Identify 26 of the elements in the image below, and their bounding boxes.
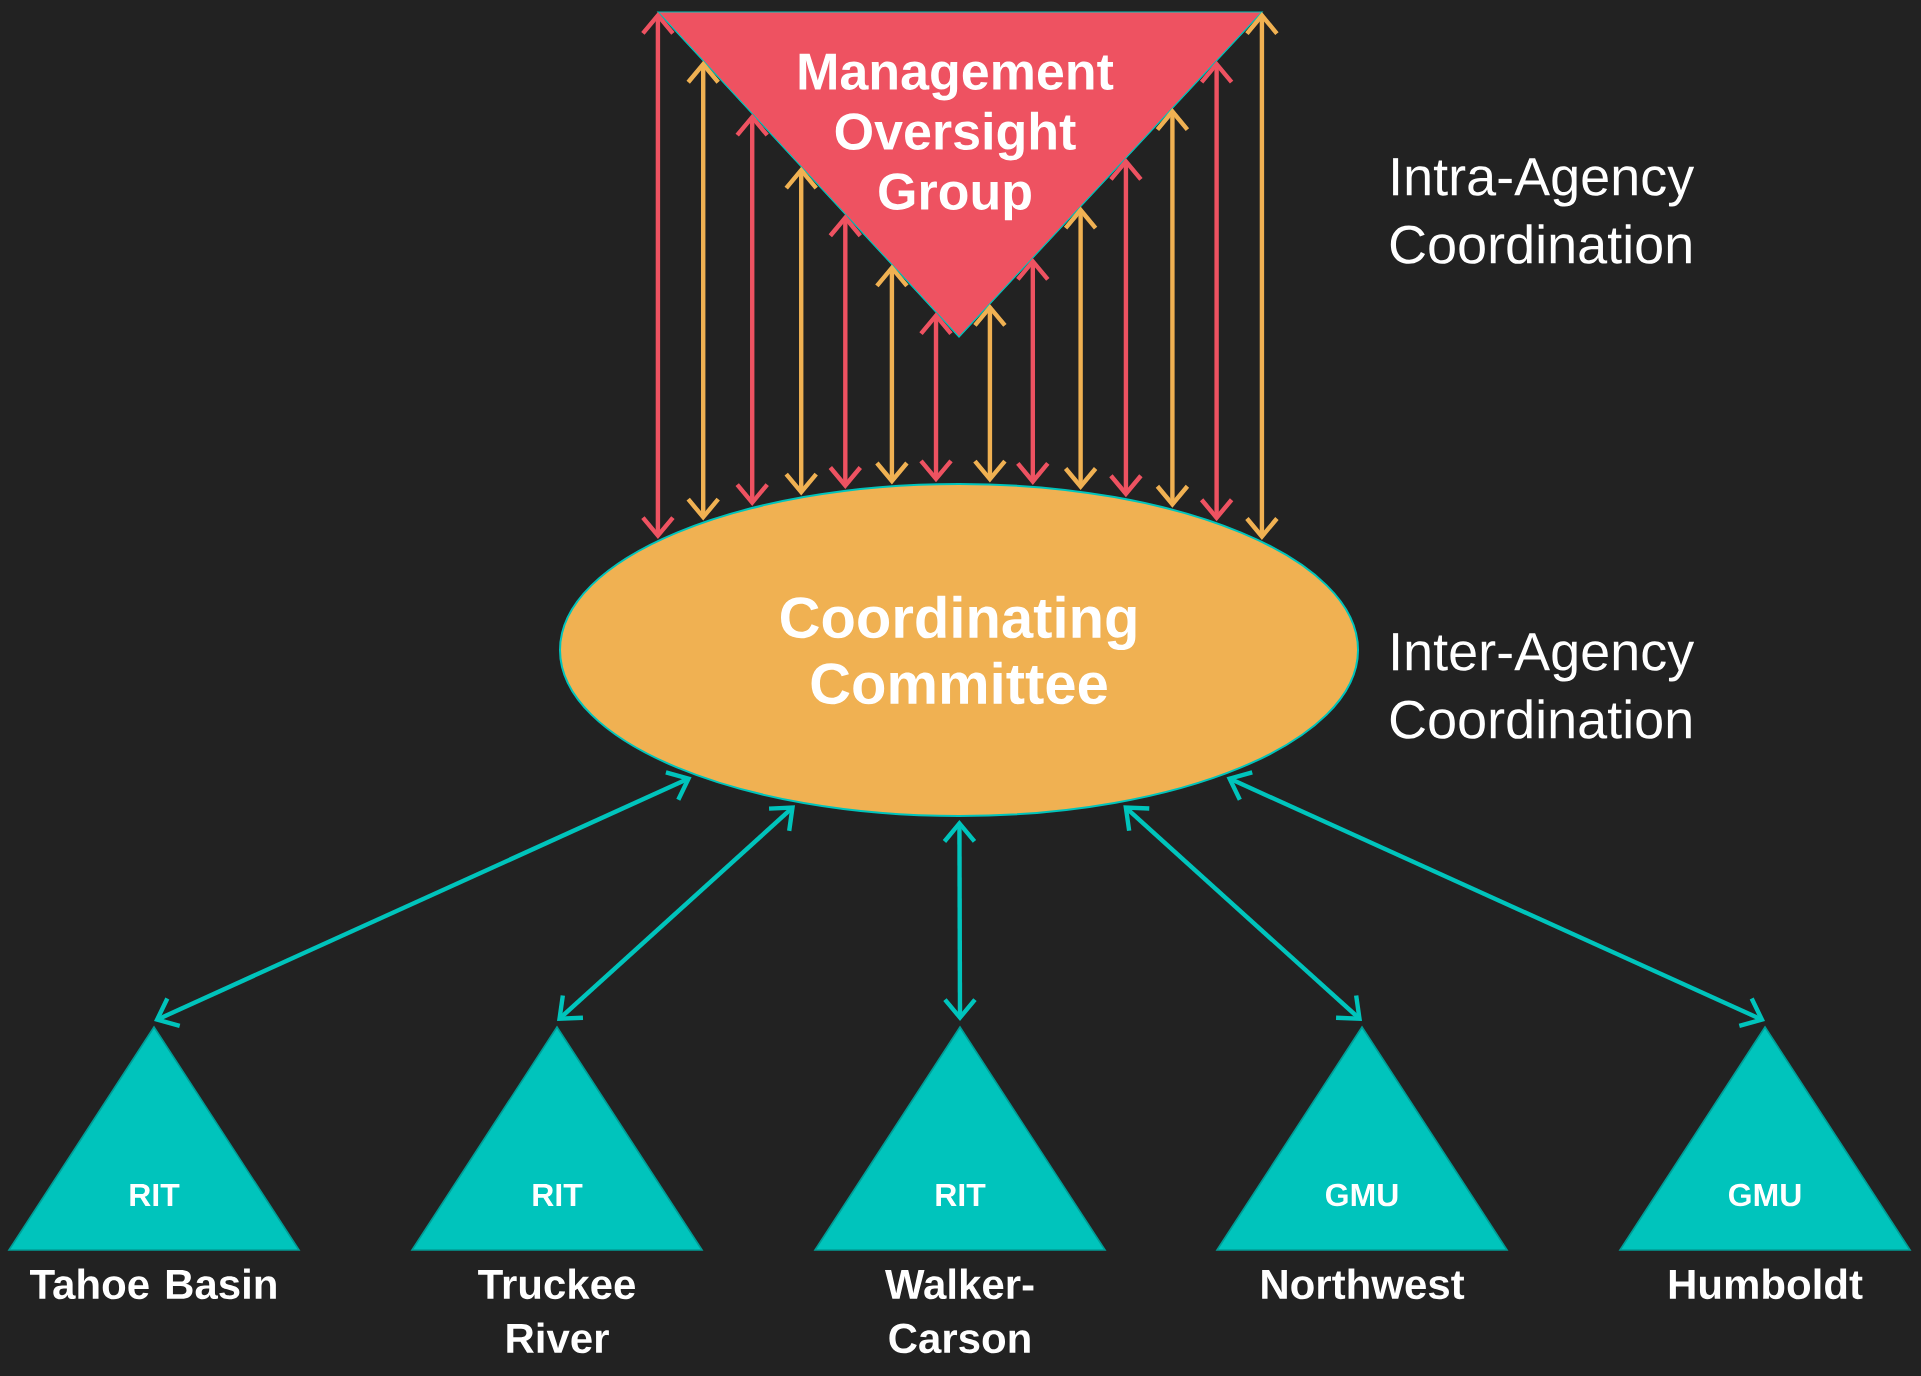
- arrow: [1016, 257, 1050, 485]
- arrow: [1109, 158, 1143, 498]
- arrow: [1226, 770, 1766, 1028]
- arrow: [784, 166, 818, 496]
- side-label: Intra-Agency Coordination: [1390, 158, 1695, 264]
- ellipse-box: Coordinating Committee: [559, 483, 1359, 817]
- node-caption: Tahoe Basin: [30, 1268, 276, 1300]
- node-caption: Walker-Carson: [884, 1268, 1034, 1354]
- arrow: [1123, 805, 1363, 1021]
- arrow: [875, 264, 909, 485]
- arrow: [735, 113, 769, 506]
- arrow: [1063, 206, 1098, 490]
- arrow: [828, 214, 862, 489]
- arrow: [919, 312, 953, 483]
- arrow: [1155, 108, 1190, 508]
- arrow: [973, 303, 1007, 483]
- node-caption: Northwest: [1262, 1268, 1465, 1300]
- arrow: [1199, 60, 1234, 522]
- arrow: [1245, 12, 1279, 540]
- node-caption: Humboldt: [1669, 1268, 1863, 1300]
- arrow: [942, 820, 977, 1021]
- arrow: [557, 805, 795, 1021]
- arrow: [686, 60, 720, 521]
- node-caption: Truckee River: [478, 1268, 635, 1354]
- arrow: [154, 770, 692, 1028]
- arrow: [641, 12, 675, 540]
